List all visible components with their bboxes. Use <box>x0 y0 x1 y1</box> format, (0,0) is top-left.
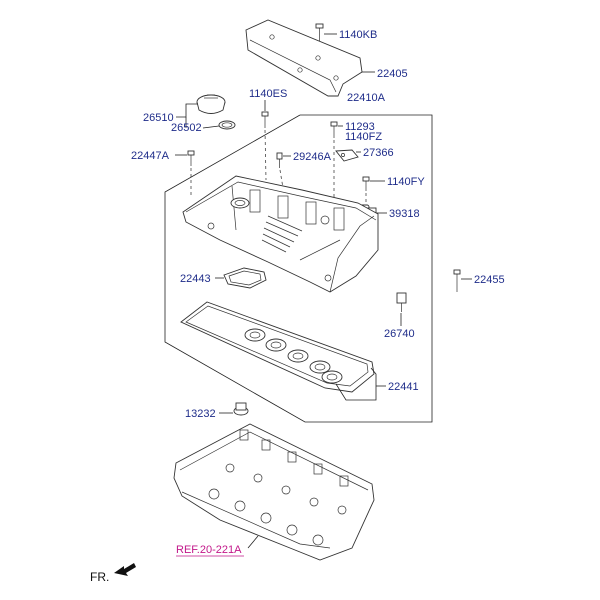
label-26502: 26502 <box>171 122 202 134</box>
label-26740: 26740 <box>384 328 415 340</box>
gasket-22441-part <box>180 301 375 393</box>
label-22410a: 22410A <box>347 92 386 104</box>
bolt-1140es-part <box>261 111 269 128</box>
label-22405: 22405 <box>377 68 408 80</box>
label-22443: 22443 <box>180 273 211 285</box>
assembly-frame <box>164 114 433 423</box>
front-arrow-icon <box>114 563 136 576</box>
seal-13232-part <box>233 402 249 416</box>
label-11293: 11293 <box>345 121 375 133</box>
label-22447a: 22447A <box>131 150 170 162</box>
stud-29246a-part <box>276 152 283 168</box>
bracket-27366-part <box>335 149 359 162</box>
label-13232: 13232 <box>185 408 216 420</box>
label-22441: 22441 <box>388 381 419 393</box>
label-39318: 39318 <box>389 208 420 220</box>
bolt-22447a-part <box>187 150 195 166</box>
reference-label[interactable]: REF.20-221A <box>176 544 242 556</box>
label-1140es: 1140ES <box>249 88 287 100</box>
cylinder-head-part <box>173 423 375 561</box>
label-27366: 27366 <box>363 147 394 159</box>
plug-26740-part <box>396 292 407 312</box>
label-22455: 22455 <box>474 274 505 286</box>
label-1140fy: 1140FY <box>387 176 425 188</box>
oil-filler-cap-part <box>196 94 226 114</box>
label-1140fz: 1140FZ <box>345 131 382 143</box>
bolt-1140kb-part <box>315 23 324 41</box>
bolt-11293-part <box>330 121 338 138</box>
label-26510: 26510 <box>143 112 174 124</box>
bolt-1140fy-part <box>362 176 370 191</box>
bolt-22455-part <box>453 269 461 292</box>
o-ring-part <box>218 120 236 130</box>
engine-cover-part <box>245 19 363 97</box>
label-1140kb: 1140KB <box>339 29 377 41</box>
front-label: FR. <box>90 570 109 584</box>
label-29246a: 29246A <box>293 151 332 163</box>
valve-cover-part <box>182 175 379 293</box>
